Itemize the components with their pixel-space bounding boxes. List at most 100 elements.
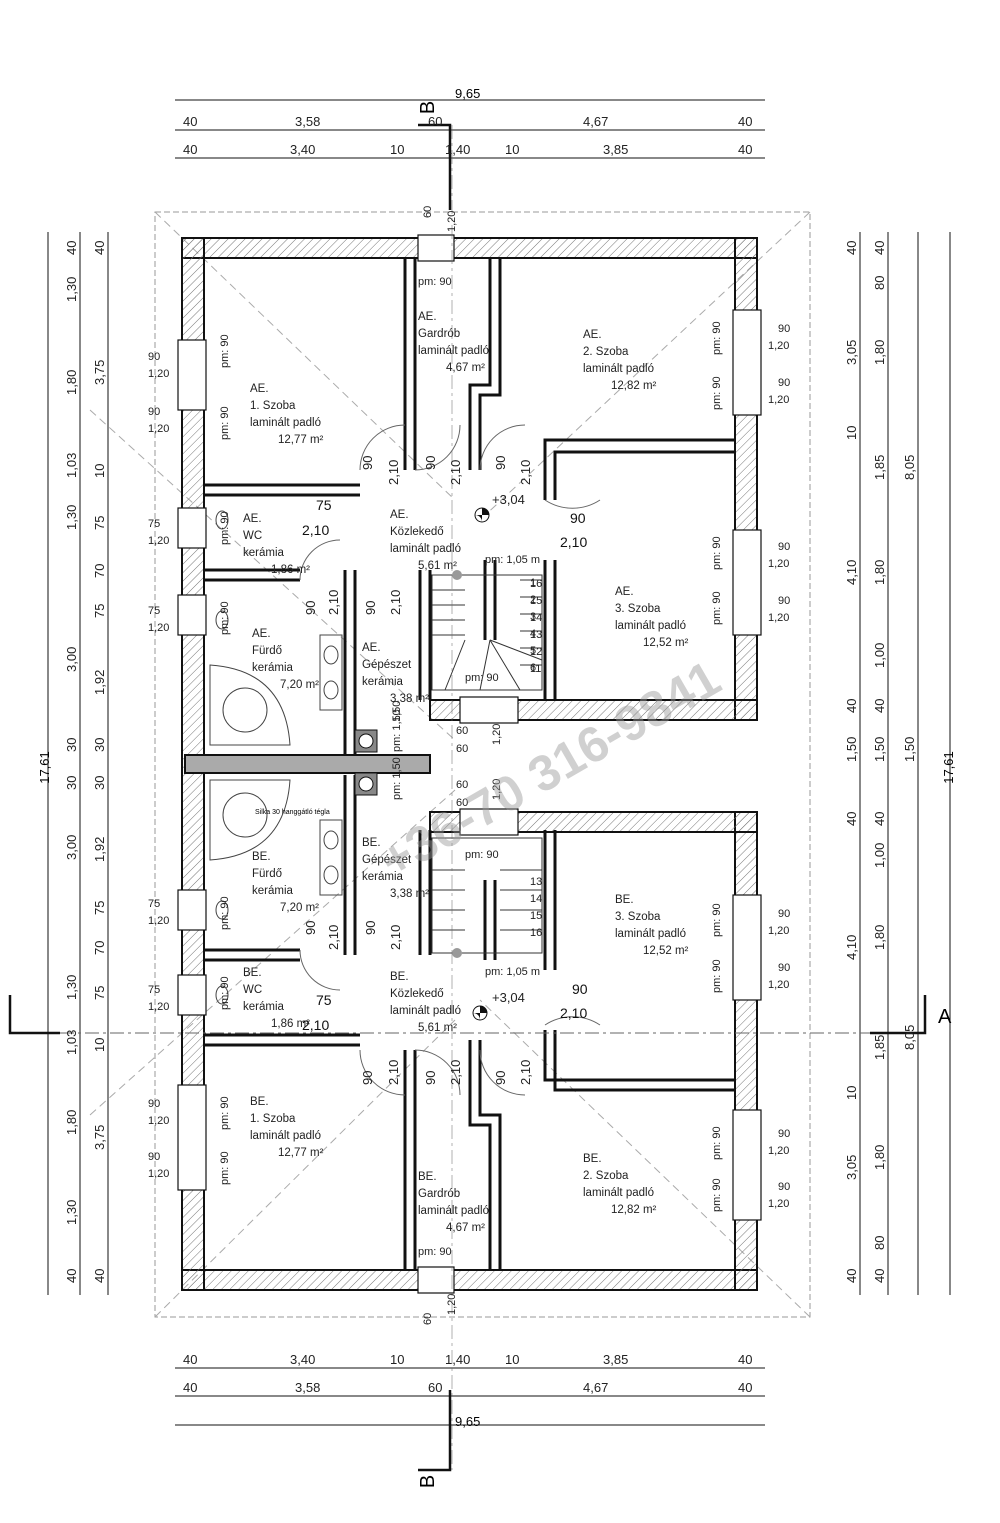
sill-height-label: pm: 90 <box>711 1178 723 1212</box>
window-height-label: 1,20 <box>148 368 169 380</box>
section-label-b-top: B <box>417 100 440 115</box>
window-height-label: 1,20 <box>768 558 789 570</box>
room-unit-label: AE. <box>362 642 381 654</box>
roof-ridge-line <box>479 211 811 521</box>
door-width-label: 90 <box>303 921 318 935</box>
dimension-label: 40 <box>872 1269 887 1283</box>
chimney-icon <box>354 729 378 796</box>
window-label: 1,20 <box>491 724 503 745</box>
room-floor-label: kerámia <box>362 871 404 883</box>
dimension-label: 10 <box>844 426 859 440</box>
door-height-label: 2,10 <box>448 460 463 485</box>
sill-height-label: pm: 90 <box>711 1126 723 1160</box>
dimension-label: 70 <box>92 564 107 578</box>
sill-height-label: pm: 90 <box>711 321 723 355</box>
room-area-label: 12,82 m² <box>611 1204 657 1216</box>
door-width-label: 90 <box>303 601 318 615</box>
room-name-label: Fürdő <box>252 868 282 880</box>
left-total-dimension: 17,61 <box>36 751 52 784</box>
dimension-label: 40 <box>92 1269 107 1283</box>
window-height-label: 1,20 <box>768 1198 789 1210</box>
right-total-dimension: 17,61 <box>940 751 956 784</box>
dimension-label: 1,92 <box>92 837 107 862</box>
door-width-label: 90 <box>363 601 378 615</box>
dimension-label: 75 <box>92 604 107 618</box>
staircase-upper <box>431 574 543 691</box>
window-width-label: 90 <box>778 377 790 389</box>
dimension-label: 4,10 <box>844 935 859 960</box>
door-width-label: 90 <box>423 1071 438 1085</box>
door-height-label: 2,10 <box>302 1017 329 1033</box>
dimension-label: 3,40 <box>290 1352 315 1367</box>
room-floor-label: laminált padló <box>250 417 321 429</box>
dimension-label: 75 <box>92 901 107 915</box>
sill-height-label: pm: 90 <box>219 334 231 368</box>
dimension-label: 3,00 <box>64 835 79 860</box>
dimension-label: 1,03 <box>64 1030 79 1055</box>
room-unit-label: AE. <box>583 329 602 341</box>
dimension-label: 8,05 <box>902 1025 917 1050</box>
dimension-label: 40 <box>738 142 752 157</box>
window-width-label: 75 <box>148 605 160 617</box>
sill-height-label: pm: 90 <box>711 903 723 937</box>
section-marker <box>8 123 927 1472</box>
window-height-label: 1,20 <box>148 622 169 634</box>
room-floor-label: laminált padló <box>583 1187 654 1199</box>
window-height-label: 1,20 <box>768 394 789 406</box>
room-area-label: 12,77 m² <box>278 1147 324 1159</box>
stair-step-label: 12 <box>530 646 542 658</box>
stair-step-label: 13 <box>530 876 542 888</box>
section-label-a: A <box>938 1006 952 1028</box>
dimension-label: 60 <box>428 1380 442 1395</box>
window-width-label: 75 <box>148 898 160 910</box>
room-area-label: 7,20 m² <box>280 679 319 691</box>
dimension-label: 40 <box>738 114 752 129</box>
dimension-label: 1,30 <box>64 1200 79 1225</box>
dimension-label: 1,50 <box>844 737 859 762</box>
door-width-label: 90 <box>493 1071 508 1085</box>
room-unit-label: BE. <box>615 894 634 906</box>
room-floor-label: kerámia <box>252 885 294 897</box>
room-area-label: 3,38 m² <box>390 693 429 705</box>
window-label: 60 <box>456 779 468 791</box>
window-height-label: 1,20 <box>768 612 789 624</box>
window-width-label: 90 <box>778 962 790 974</box>
room-name-label: WC <box>243 530 262 542</box>
dimension-label: 1,30 <box>64 975 79 1000</box>
stair-step-label: 13 <box>530 629 542 641</box>
window-height-label: 1,20 <box>148 1168 169 1180</box>
dimension-label: 3,58 <box>295 114 320 129</box>
stair-step-label: 2 <box>530 594 536 606</box>
stair-step-label: 6 <box>530 662 536 674</box>
dimension-label: 80 <box>872 276 887 290</box>
door-height-label: 2,10 <box>302 522 329 538</box>
toilet-icon <box>215 510 229 1005</box>
room-name-label: Közlekedő <box>390 988 444 1000</box>
washbasin-icon <box>319 634 343 896</box>
sill-height-label: pm: 90 <box>711 376 723 410</box>
dimension-label: 75 <box>92 516 107 530</box>
dimension-label: 60 <box>422 206 434 218</box>
sill-height-label: pm: 90 <box>711 536 723 570</box>
dimension-label: 1,30 <box>64 505 79 530</box>
stair-step-label: 3 <box>530 611 536 623</box>
door-width-label: 90 <box>572 981 588 997</box>
dimension-label: 30 <box>92 776 107 790</box>
room-name-label: 2. Szoba <box>583 1170 629 1182</box>
room-name-label: Közlekedő <box>390 526 444 538</box>
sill-height-label: pm: 1,50 <box>391 709 403 752</box>
dimension-label: 1,80 <box>872 925 887 950</box>
room-area-label: 5,61 m² <box>418 560 457 572</box>
dimension-label: 1,30 <box>64 277 79 302</box>
dimension-label: 1,85 <box>872 1035 887 1060</box>
room-area-label: 1,86 m² <box>271 1018 310 1030</box>
door-height-label: 2,10 <box>386 1060 401 1085</box>
room-area-label: 12,52 m² <box>643 637 689 649</box>
room-name-label: Gépészet <box>362 854 412 866</box>
room-name-label: Gardrób <box>418 328 460 340</box>
dimension-label: 3,00 <box>64 647 79 672</box>
door-height-label: 2,10 <box>388 590 403 615</box>
room-unit-label: AE. <box>243 513 262 525</box>
room-name-label: 3. Szoba <box>615 911 661 923</box>
dimension-label: 10 <box>844 1086 859 1100</box>
